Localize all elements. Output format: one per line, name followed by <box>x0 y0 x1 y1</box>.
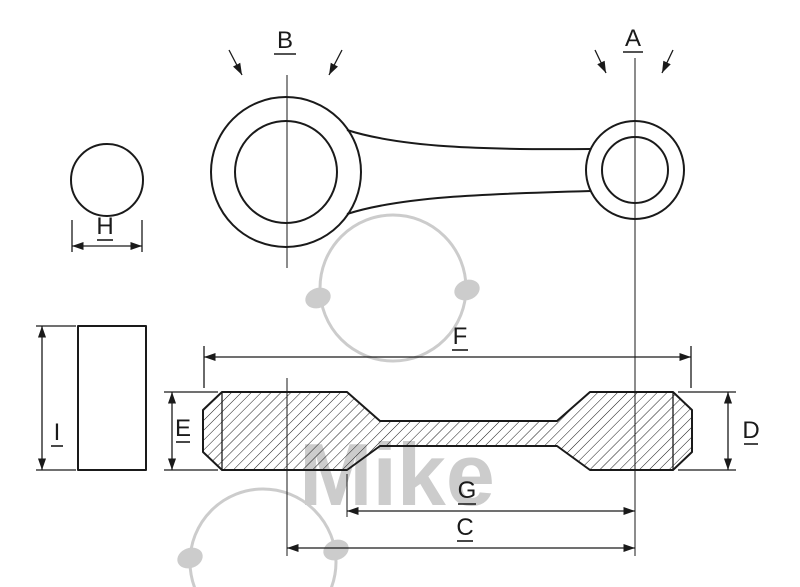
dim-label-h: H <box>96 213 113 240</box>
big-end-outer-circle <box>210 96 362 248</box>
dimension-f: F <box>203 323 692 388</box>
shank-bottom-edge <box>346 190 592 215</box>
watermark-dot-icon <box>454 279 480 301</box>
shank-top-edge <box>346 129 592 151</box>
dim-label-d: D <box>742 417 759 444</box>
dim-label-i: I <box>54 419 61 446</box>
dimension-b: B <box>228 27 343 76</box>
dimension-tick <box>228 49 243 76</box>
dimension-a: A <box>594 25 674 74</box>
dimension-tick <box>594 49 607 74</box>
dim-label-a: A <box>625 25 641 52</box>
dim-label-b: B <box>277 27 293 54</box>
dimension-g: G <box>347 477 635 516</box>
rod-section-outline <box>202 391 693 471</box>
big-end-bore-circle <box>234 120 338 224</box>
dim-label-g: G <box>458 477 477 504</box>
watermark-dot-icon <box>323 539 349 561</box>
watermark-face-circle <box>318 213 468 363</box>
dimension-tick <box>661 49 674 74</box>
watermark-dot-icon <box>305 287 331 309</box>
pin-rectangle <box>77 325 147 471</box>
watermark-dot-icon <box>177 547 203 569</box>
pin-side-view: I <box>36 325 147 471</box>
pin-circle <box>70 143 144 217</box>
dim-label-c: C <box>456 514 473 541</box>
dim-label-e: E <box>175 415 191 442</box>
dimension-c: C <box>287 514 635 553</box>
top-view <box>210 58 685 556</box>
dim-label-f: F <box>453 323 468 350</box>
dimension-e: E <box>164 391 218 471</box>
pin-end-view: H <box>70 143 144 252</box>
dimension-tick <box>328 49 343 76</box>
dimension-d: D <box>678 391 760 471</box>
